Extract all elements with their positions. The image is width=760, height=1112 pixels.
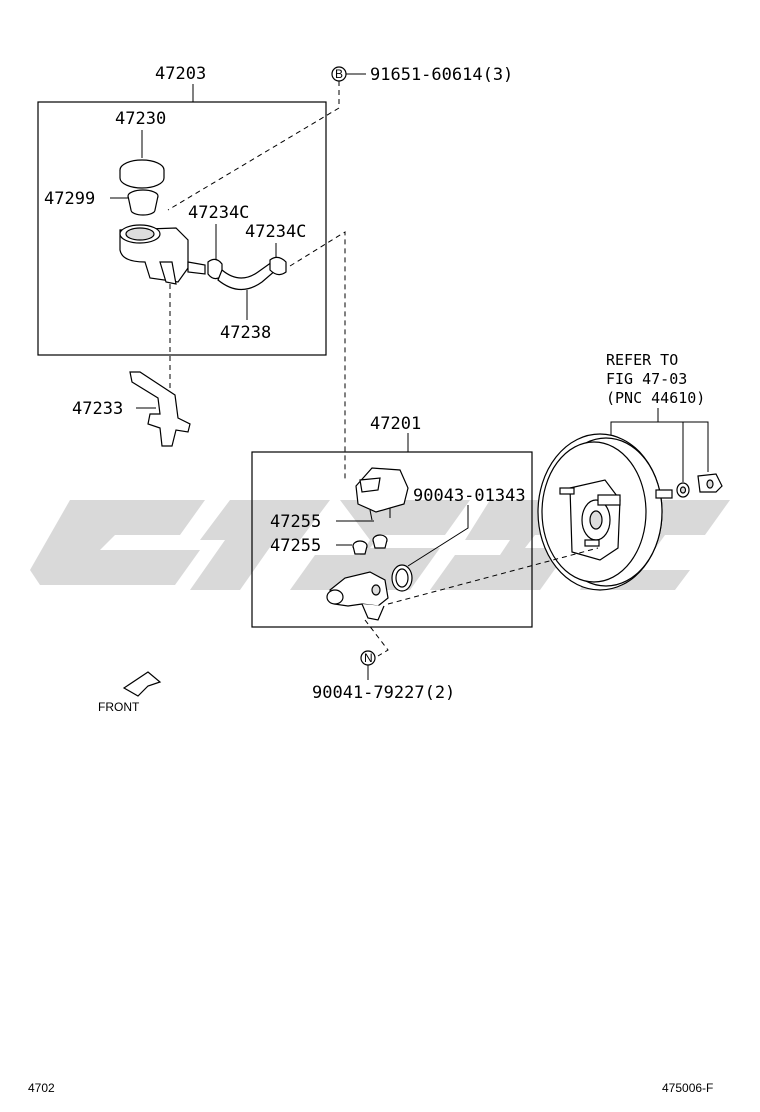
reservoir-assembly-box — [37, 101, 327, 356]
dash-nut-n — [364, 619, 389, 657]
front-label: FRONT — [98, 700, 140, 714]
o-ring-inner — [395, 568, 409, 588]
callout-n-letter: N — [364, 651, 373, 665]
label-47255-lower: 47255 — [270, 536, 321, 556]
master-reservoir — [355, 467, 409, 521]
strainer-body — [127, 195, 159, 216]
label-47255-upper: 47255 — [270, 512, 321, 532]
booster-clevis — [697, 473, 723, 493]
footer-page-ref: 4702 — [28, 1081, 55, 1095]
label-47230: 47230 — [115, 109, 166, 129]
reservoir-hose — [217, 261, 277, 291]
label-90043-01343: 90043-01343 — [413, 486, 526, 506]
label-47299: 47299 — [44, 189, 95, 209]
label-47234c-right: 47234C — [245, 222, 306, 242]
booster-nut — [676, 482, 690, 498]
label-47233: 47233 — [72, 399, 123, 419]
brake-booster — [537, 433, 673, 591]
label-91651-60614: 91651-60614(3) — [370, 65, 513, 85]
refer-note-line3: (PNC 44610) — [606, 389, 705, 407]
reservoir-cap-side — [119, 170, 165, 189]
dash-master-to-booster — [387, 547, 599, 605]
grommet-lower — [352, 540, 368, 555]
dash-hose-to-master — [289, 231, 346, 480]
label-90041-79227: 90041-79227(2) — [312, 683, 455, 703]
refer-note-line2: FIG 47-03 — [606, 370, 687, 388]
hose-clip-right — [269, 256, 287, 276]
label-47203: 47203 — [155, 64, 206, 84]
front-arrow-icon — [122, 671, 162, 697]
callout-b-letter: B — [335, 67, 343, 81]
leader-90043-01343 — [407, 505, 469, 567]
refer-note-line1: REFER TO — [606, 351, 678, 369]
master-cylinder-body — [326, 571, 389, 621]
master-cylinder-box — [251, 451, 533, 628]
grommet-upper — [372, 534, 388, 549]
refer-leaders — [610, 408, 709, 482]
label-47234c-left: 47234C — [188, 203, 249, 223]
reservoir-bracket — [129, 371, 191, 447]
label-47201: 47201 — [370, 414, 421, 434]
footer-figure-id: 475006-F — [662, 1081, 713, 1095]
reservoir-tank — [119, 224, 206, 285]
dash-bolt-b — [167, 81, 340, 211]
label-47238: 47238 — [220, 323, 271, 343]
